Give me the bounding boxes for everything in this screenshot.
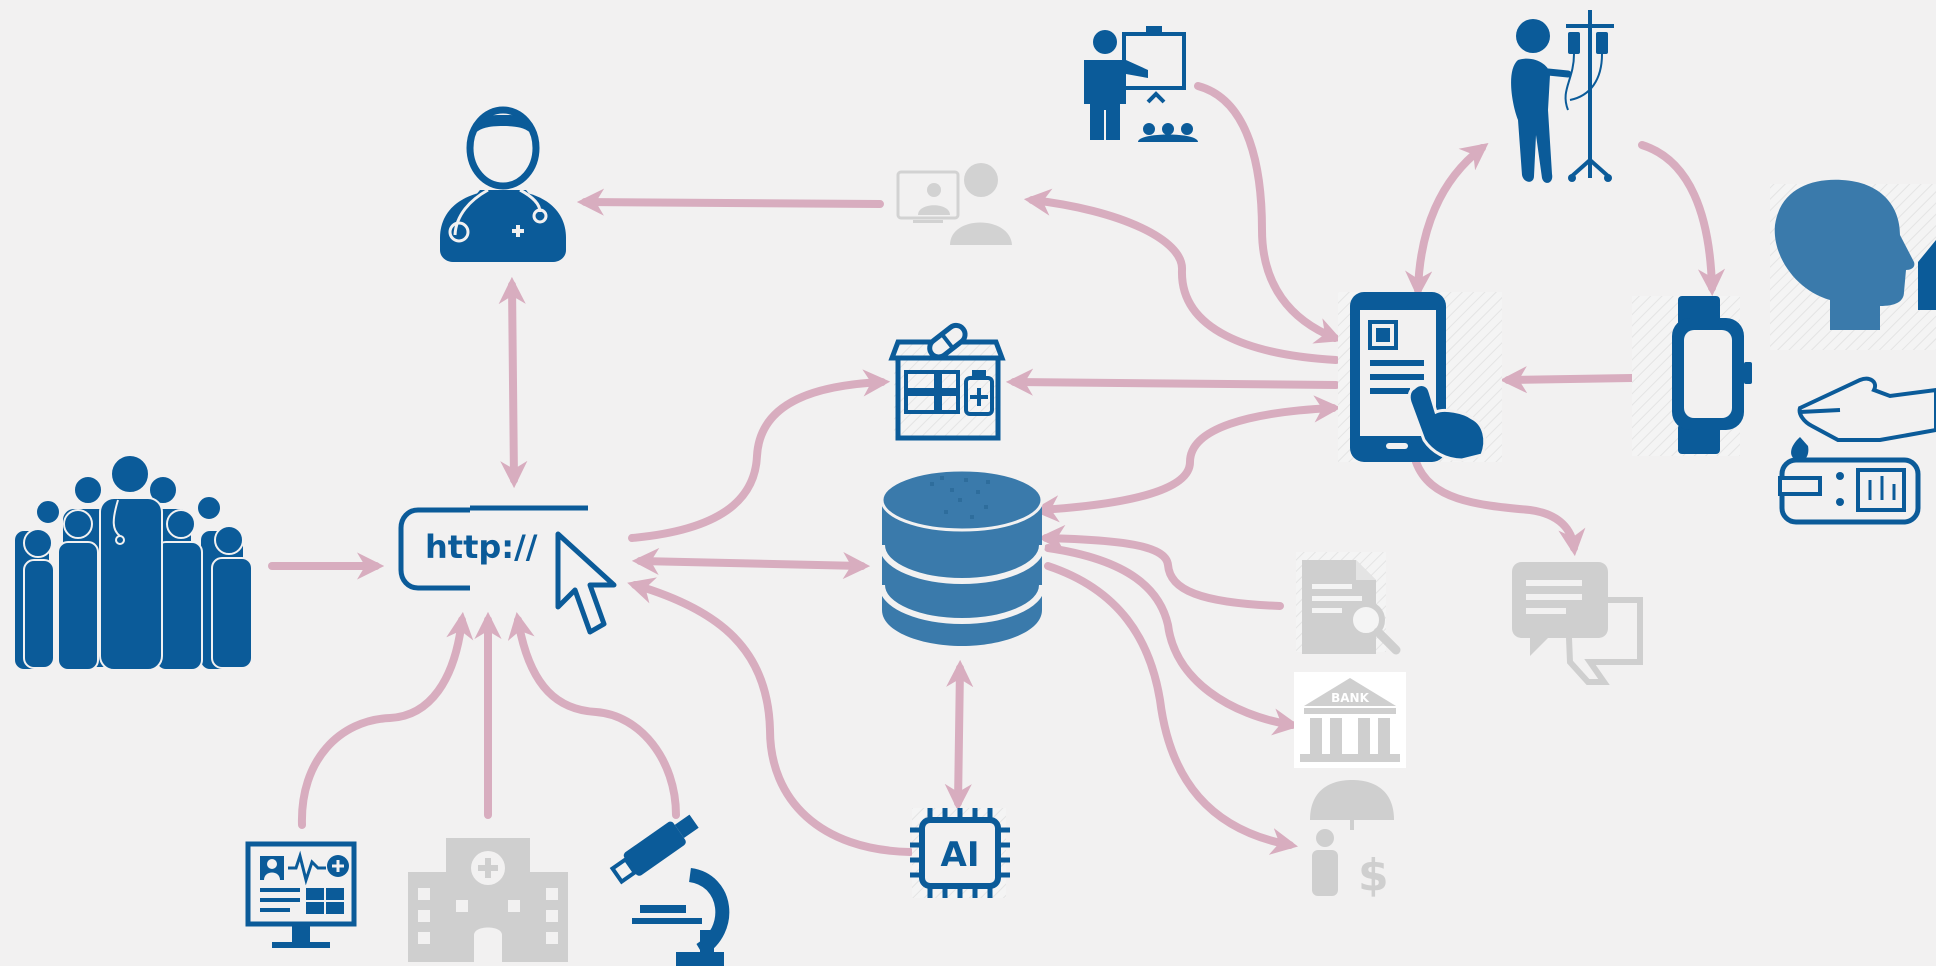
- iv-patient-icon: [1511, 10, 1614, 183]
- ai-chip-icon: AI: [910, 808, 1010, 898]
- insurance-icon: $: [1310, 780, 1394, 901]
- arrow-url-database: [631, 547, 871, 580]
- head-breath-icon: [1770, 179, 1936, 350]
- doctor-icon: [440, 106, 566, 262]
- smartwatch-icon: [1632, 296, 1752, 456]
- connection-arrows: [268, 82, 1726, 856]
- smartphone-icon: [1338, 292, 1502, 462]
- svg-text:$: $: [1358, 850, 1389, 901]
- arrow-doctor-url: [498, 276, 528, 489]
- arrow-phone-to-chat: [1412, 458, 1586, 557]
- ai-chip-label: AI: [941, 835, 980, 875]
- pharmacy-icon: [888, 322, 1006, 441]
- presenter-icon: [1084, 26, 1198, 142]
- arrow-url-to-pharmacy: [628, 369, 891, 542]
- bank-icon: BANK: [1294, 672, 1406, 768]
- arrow-watch-to-phone: [1499, 366, 1636, 394]
- microscope-icon: [609, 814, 730, 966]
- bank-label: BANK: [1331, 691, 1369, 705]
- arrow-telemed-to-doctor: [576, 188, 884, 216]
- arrow-presenter-to-phone: [1194, 82, 1343, 344]
- arrow-phone-ivpatient: [1405, 143, 1489, 299]
- arrow-phone-to-pharmacy: [1005, 368, 1340, 396]
- arrow-monitor-to-url: [297, 611, 474, 829]
- arrow-ivpatient-to-watch: [1638, 141, 1726, 297]
- arrow-phone-database: [1031, 395, 1342, 523]
- medical-monitor-icon: [245, 841, 357, 948]
- telemedicine-icon: [896, 163, 1012, 245]
- arrow-phone-to-telemed: [1023, 188, 1340, 364]
- arrow-database-to-insurance: [1044, 562, 1299, 855]
- arrow-docsearch-to-database: [1037, 524, 1284, 610]
- url-text: http://: [425, 528, 538, 566]
- arrow-database-ai: [944, 659, 974, 812]
- healthcare-workers-icon: [13, 454, 253, 671]
- chat-icon: [1512, 562, 1643, 685]
- glucose-meter-icon: [1778, 376, 1936, 525]
- arrow-ai-to-url: [627, 577, 914, 856]
- url-cursor-icon: http://: [398, 505, 617, 635]
- document-search-icon: [1296, 552, 1401, 655]
- hospital-icon: [408, 838, 568, 962]
- database-icon: [879, 468, 1045, 646]
- arrow-database-to-bank: [1044, 544, 1301, 736]
- arrow-microscope-to-url: [507, 611, 680, 819]
